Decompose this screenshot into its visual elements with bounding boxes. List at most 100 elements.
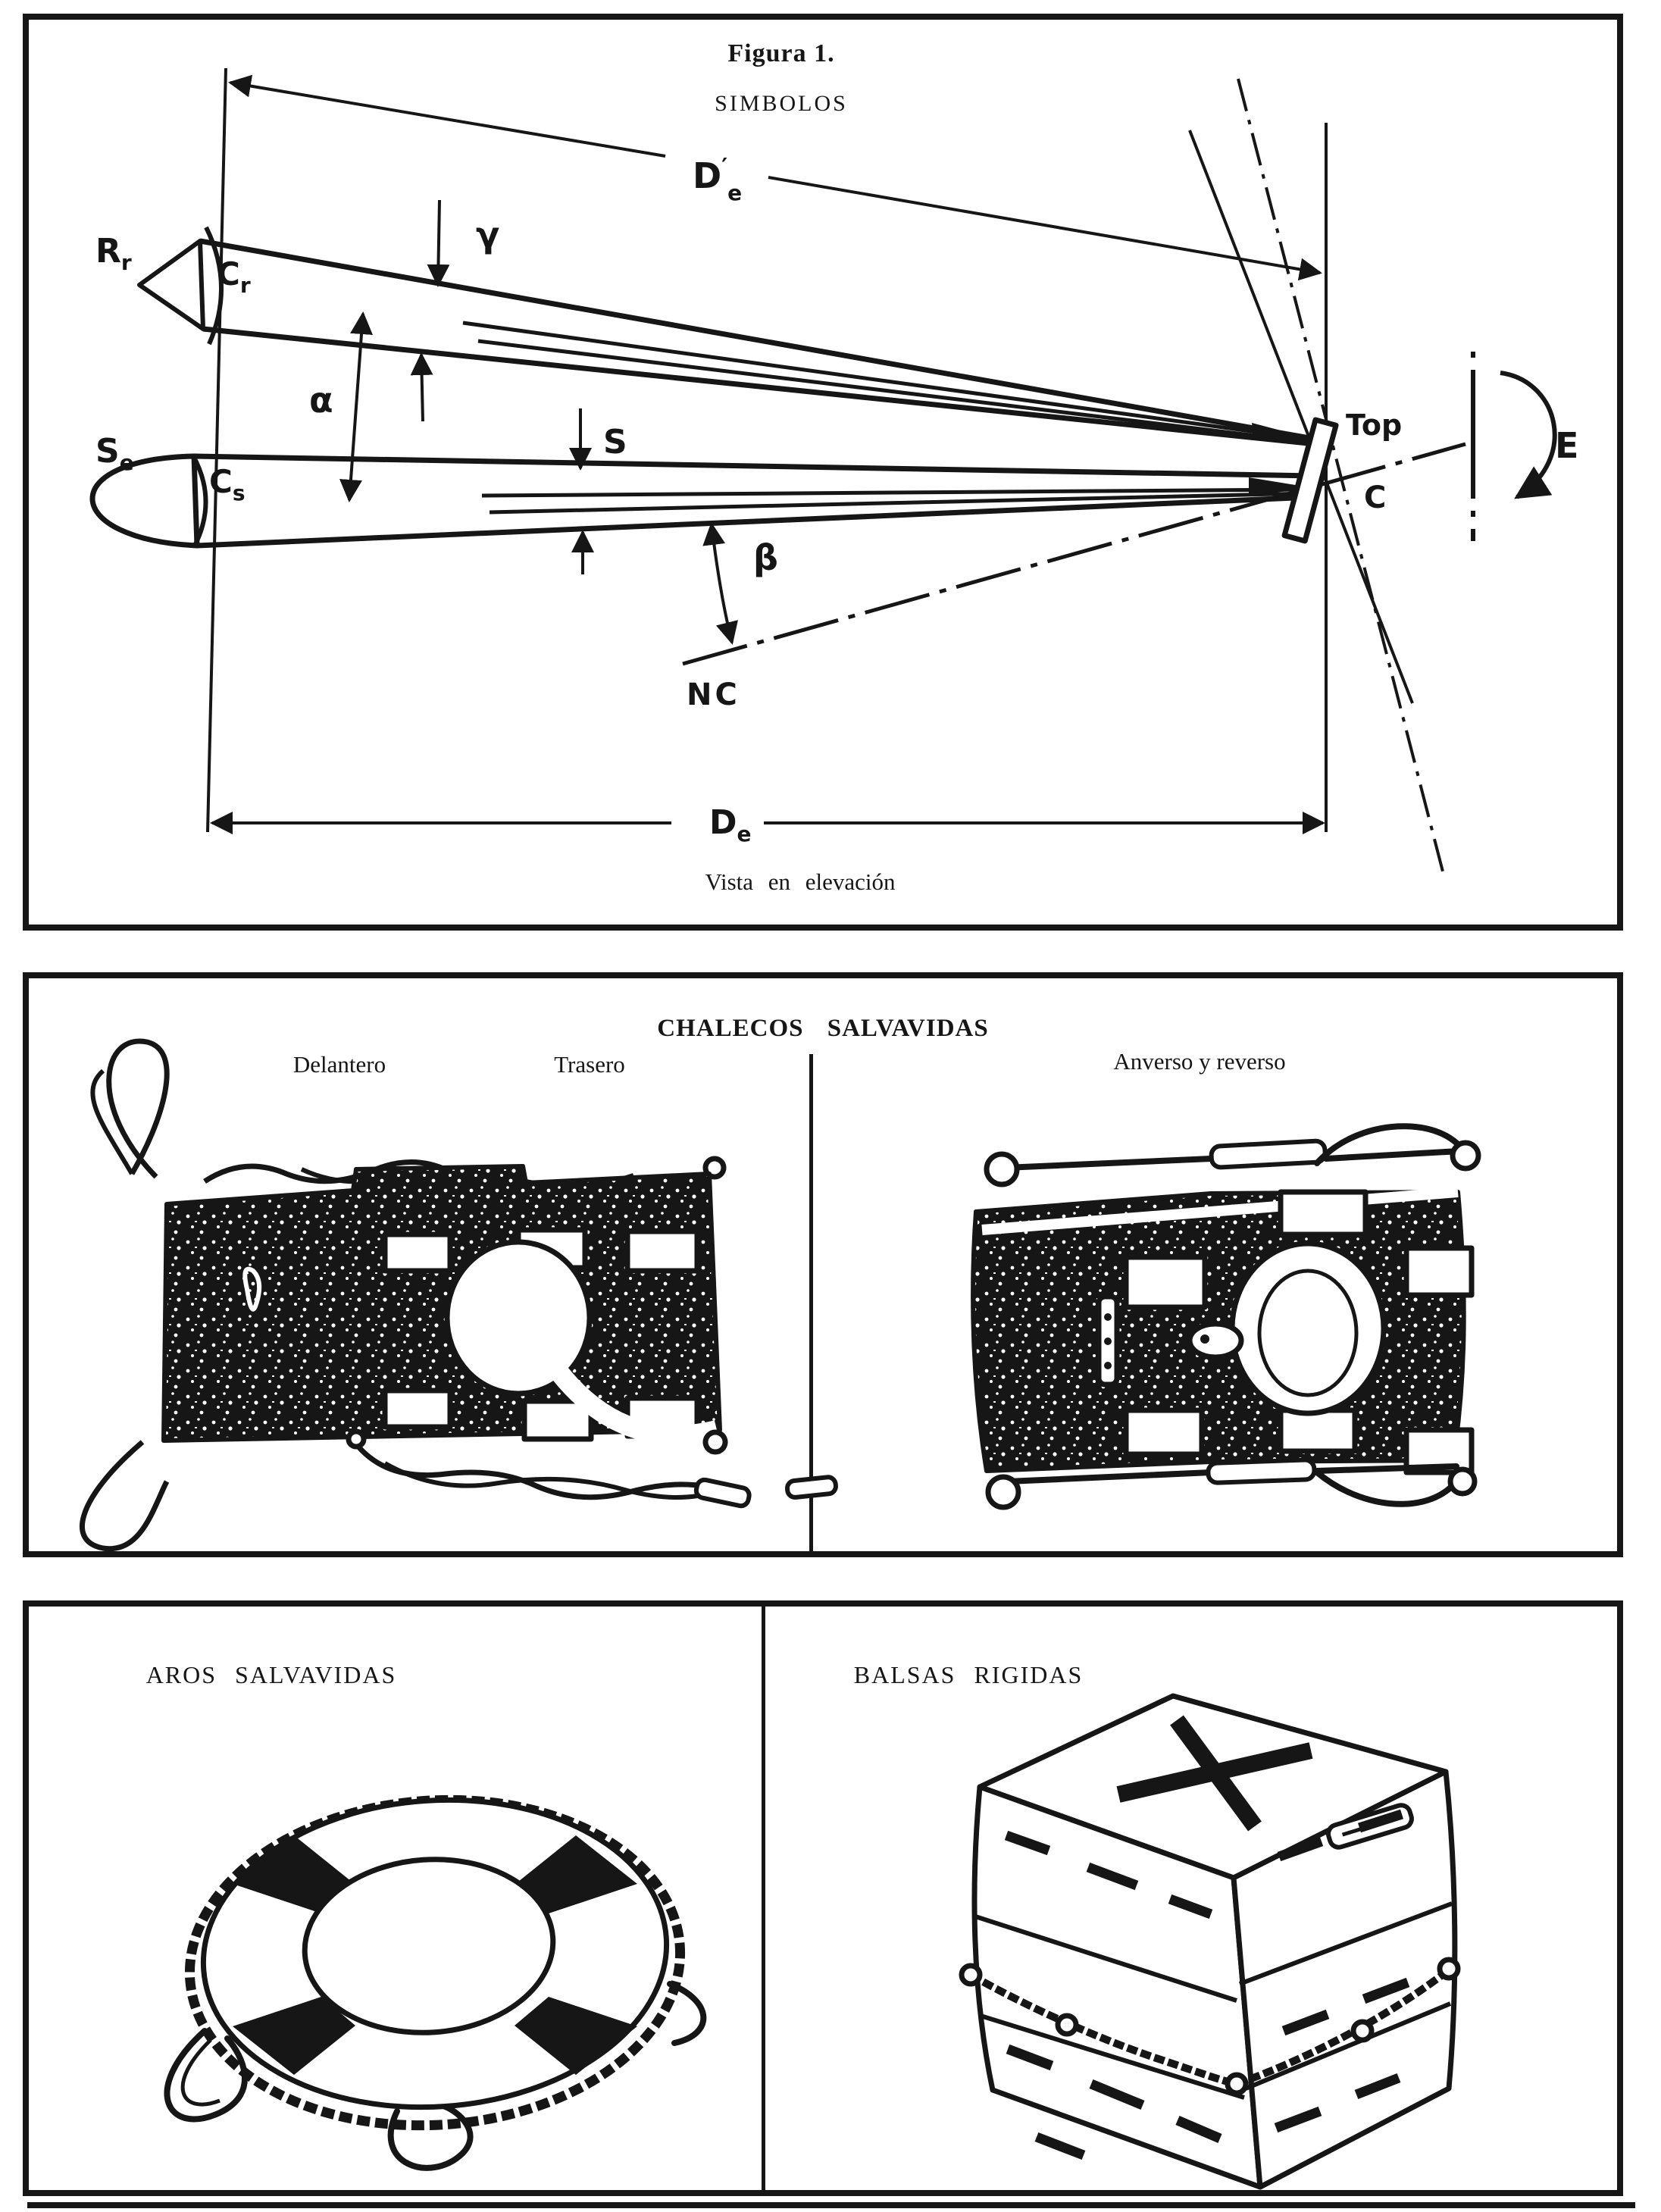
lower-oar-converging-tip bbox=[1249, 477, 1314, 496]
lower-oar-nose bbox=[89, 453, 200, 549]
vest-left-upper-lace bbox=[90, 1068, 134, 1175]
life-ring-band-ne bbox=[515, 1835, 637, 1913]
label-c: C bbox=[1364, 480, 1386, 515]
label-gamma: γ bbox=[476, 214, 499, 255]
figure-caption: Vista en elevación bbox=[705, 868, 896, 895]
vest-strap-slot bbox=[521, 1398, 594, 1442]
lower-oar-inner-line-a bbox=[481, 487, 1310, 498]
figure-subtitle: SIMBOLOS bbox=[715, 91, 848, 116]
vest2-strap-slot bbox=[1123, 1254, 1208, 1310]
vest-lace-bead-rect bbox=[693, 1477, 752, 1509]
life-ring-rope-loop-left-inner bbox=[180, 2038, 221, 2107]
raft-dash bbox=[1089, 2079, 1145, 2110]
label-rr: Rr bbox=[95, 232, 132, 275]
raft-left-plank-line bbox=[980, 2013, 1245, 2100]
vest2-strap-slot bbox=[1403, 1245, 1475, 1298]
life-ring-drawing bbox=[164, 1794, 707, 2171]
vest-stamp-mark bbox=[242, 1266, 262, 1312]
raft-right-face bbox=[1231, 1769, 1458, 2190]
raft-rope-knot bbox=[1437, 1957, 1461, 1981]
label-cs: Cs bbox=[209, 463, 246, 505]
e-rotation-arc bbox=[1500, 371, 1557, 499]
vest2-bottom-strap bbox=[1005, 1469, 1214, 1485]
upper-oar-top-edge bbox=[199, 238, 1318, 443]
life-vests-panel: CHALECOS SALVAVIDAS Delantero Trasero An… bbox=[23, 972, 1623, 1557]
top-board-rect bbox=[1281, 417, 1339, 544]
vest-neck-strap bbox=[551, 1366, 720, 1445]
vest-obverse-reverse-drawing bbox=[971, 1123, 1481, 1510]
life-ring-rope-loop-bottom bbox=[387, 2102, 474, 2171]
lower-oar-top-edge bbox=[193, 453, 1315, 479]
left-extension-line bbox=[206, 67, 227, 833]
lower-oar-inner-line-b bbox=[489, 491, 1311, 515]
life-ring-rope-loop-left bbox=[164, 2028, 248, 2123]
raft-left-plank-line bbox=[972, 1913, 1237, 2003]
figure-title: Figura 1. bbox=[727, 39, 835, 67]
symbols-diagram: D′e De bbox=[89, 67, 1578, 872]
vest-strap-slot bbox=[382, 1388, 453, 1430]
rings-rafts-panel: AROS SALVAVIDAS BALSAS RIGIDAS bbox=[23, 1600, 1623, 2196]
raft-dash bbox=[1006, 2044, 1054, 2071]
vest-bottom-lace-a bbox=[352, 1440, 735, 1500]
vest2-collar-band bbox=[981, 1187, 1459, 1235]
vest2-buckle-hole bbox=[1104, 1362, 1112, 1369]
vest2-buckle-hole bbox=[1104, 1338, 1112, 1345]
label-d-prime-e: D′e bbox=[693, 154, 742, 205]
upper-oar bbox=[137, 226, 1318, 447]
top-board bbox=[1281, 417, 1339, 544]
upper-oar-tip bbox=[137, 239, 205, 331]
raft-rope-knot bbox=[1055, 2013, 1079, 2037]
vest2-bottom-toggle-rect bbox=[1206, 1457, 1317, 1485]
vest-lace-bead bbox=[693, 1477, 752, 1509]
label-delantero: Delantero bbox=[292, 1051, 386, 1078]
vest2-bottom-toggle bbox=[1206, 1457, 1317, 1485]
vest2-label-dot bbox=[1200, 1334, 1209, 1344]
vest-strap-slot bbox=[382, 1231, 453, 1274]
vest2-bottom-strap-arc bbox=[1314, 1468, 1465, 1507]
raft-left-face bbox=[971, 1784, 1263, 2190]
alpha-angle-arrow bbox=[339, 311, 373, 502]
steep-construction-line bbox=[1188, 130, 1414, 704]
upper-oar-bottom-edge bbox=[202, 326, 1316, 447]
raft-dash bbox=[1354, 2073, 1401, 2100]
vest2-label-patch bbox=[1187, 1321, 1244, 1360]
raft-rope-knot bbox=[1350, 2019, 1375, 2043]
vest2-strap-slot bbox=[1278, 1407, 1358, 1454]
raft-dash bbox=[1274, 2106, 1322, 2133]
vest2-top-strap bbox=[1002, 1156, 1214, 1171]
dimension-d-prime-e: D′e bbox=[228, 74, 1322, 281]
raft-dash bbox=[1281, 2009, 1330, 2036]
raft-right-plank-line bbox=[1244, 2001, 1452, 2091]
raft-dash bbox=[1168, 1894, 1213, 1919]
upper-oar-converging-tip bbox=[1252, 423, 1318, 440]
raft-dash bbox=[1034, 2132, 1086, 2160]
lower-oar-collar-arc bbox=[190, 453, 208, 549]
raft-dash bbox=[1362, 1977, 1410, 2004]
vest-bottom-lace-b bbox=[383, 1461, 720, 1500]
vest-grommet bbox=[702, 1429, 728, 1455]
vest-grommet bbox=[346, 1428, 367, 1450]
vest2-strap-slot bbox=[1278, 1189, 1369, 1237]
raft-dash bbox=[1004, 1830, 1051, 1856]
nc-centerline bbox=[682, 442, 1466, 666]
life-ring-hole bbox=[302, 1857, 556, 2035]
vest-strap-slot bbox=[624, 1228, 700, 1274]
life-ring-band-nw bbox=[233, 1835, 355, 1913]
raft-rope-knot bbox=[1225, 2072, 1249, 2096]
e-rotation-mark bbox=[1471, 352, 1557, 541]
vest-lace-bead bbox=[784, 1475, 838, 1500]
label-e: E bbox=[1555, 425, 1578, 466]
board-axis-dashdot-line bbox=[1237, 78, 1444, 872]
vest-lace-bead-rect bbox=[784, 1475, 838, 1500]
upper-oar-inner-line-a bbox=[462, 321, 1312, 442]
d-prime-e-left-arrow bbox=[228, 74, 666, 158]
figure-panel: Figura 1. SIMBOLOS Vista en elevación D′… bbox=[23, 14, 1623, 931]
life-ring-band-se bbox=[515, 1997, 637, 2075]
gamma-up-arrow bbox=[410, 352, 433, 422]
vest-bottom-left-lace-loop bbox=[80, 1440, 170, 1551]
label-se: Se bbox=[95, 432, 134, 475]
label-cr: Cr bbox=[217, 255, 251, 298]
life-ring-rope-loop-right bbox=[667, 1981, 707, 2046]
label-trasero: Trasero bbox=[554, 1051, 625, 1078]
rigid-raft-drawing bbox=[959, 1693, 1461, 2190]
